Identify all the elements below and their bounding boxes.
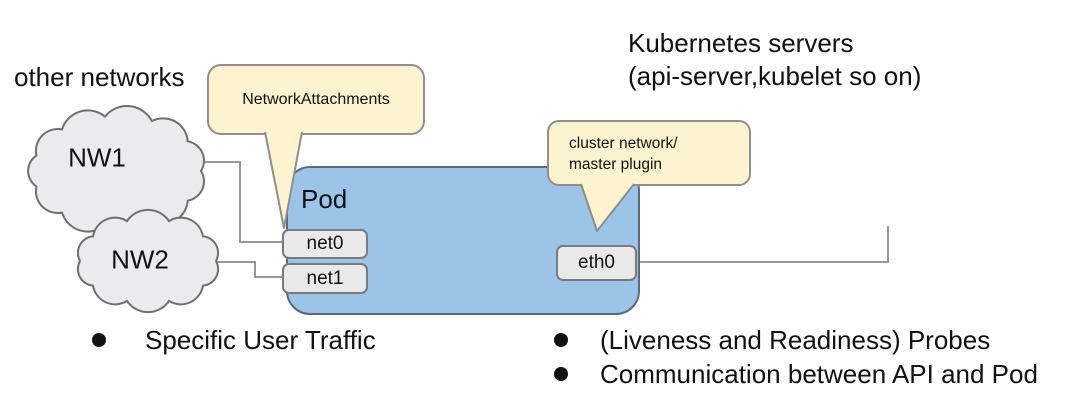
bullet-dot <box>554 333 568 347</box>
cloud-nw2-label: NW2 <box>111 244 169 275</box>
interface-net1-label: net1 <box>306 267 344 289</box>
network-attachments-callout: NetworkAttachments <box>207 64 425 135</box>
cluster-network-callout-line2: master plugin <box>569 156 663 173</box>
bullet-list-right: (Liveness and Readiness) Probes Communic… <box>554 323 1038 391</box>
bullet-item: (Liveness and Readiness) Probes <box>554 323 1038 357</box>
interface-net0-label: net0 <box>306 233 344 254</box>
bullet-item: Communication between API and Pod <box>554 357 1038 391</box>
bullet-text-specific-user-traffic: Specific User Traffic <box>145 324 376 355</box>
kubernetes-servers-line2: (api-server,kubelet so on) <box>628 61 922 91</box>
kubernetes-servers-label: Kubernetes servers (api-server,kubelet s… <box>628 27 921 93</box>
bullet-dot <box>554 367 568 381</box>
cloud-nw1-label: NW1 <box>68 142 126 173</box>
cluster-network-callout: cluster network/ master plugin <box>547 120 751 186</box>
interface-eth0: eth0 <box>556 245 637 281</box>
connector-nw1-net0 <box>185 161 284 243</box>
interface-net1: net1 <box>282 263 368 294</box>
kubernetes-servers-line1: Kubernetes servers <box>628 28 854 58</box>
network-attachments-callout-text: NetworkAttachments <box>242 90 390 108</box>
interface-net0: net0 <box>282 229 368 259</box>
other-networks-label: other networks <box>14 62 185 92</box>
connector-nw2-net1 <box>205 261 284 278</box>
bullet-item: Specific User Traffic <box>92 324 376 356</box>
bullet-list-left: Specific User Traffic <box>92 324 376 356</box>
bullet-text-api-pod-communication: Communication between API and Pod <box>600 358 1038 389</box>
bullet-text-probes: (Liveness and Readiness) Probes <box>600 324 991 355</box>
interface-eth0-label: eth0 <box>578 252 615 273</box>
connector-eth0-kubernetes <box>638 226 889 263</box>
bullet-dot <box>92 333 106 347</box>
pod-label: Pod <box>301 184 348 214</box>
cluster-network-callout-line1: cluster network/ <box>569 135 678 152</box>
